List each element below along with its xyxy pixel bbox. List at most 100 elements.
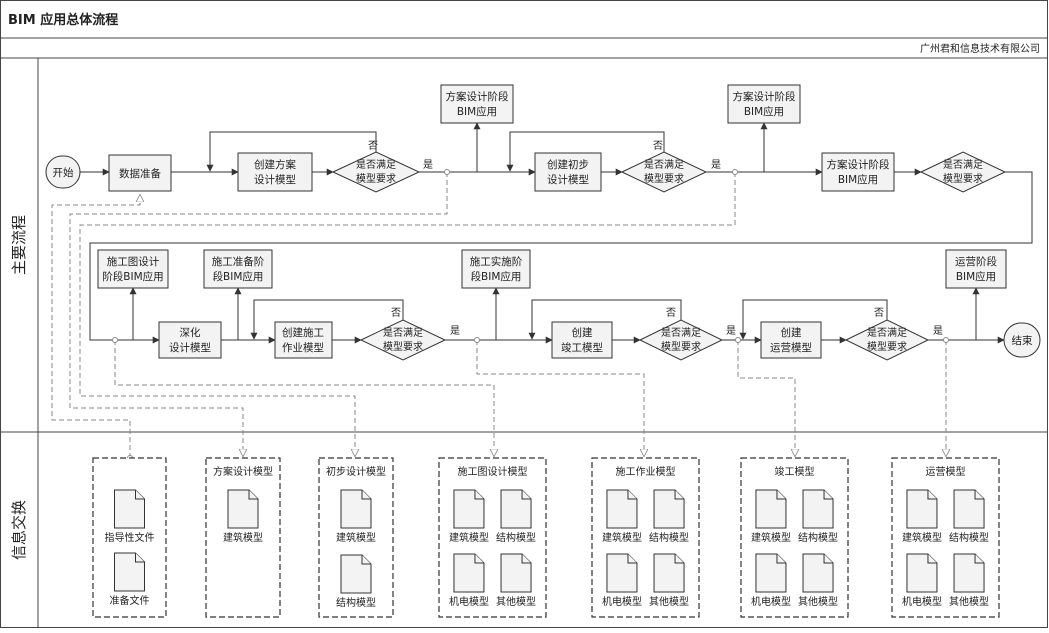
svg-text:深化: 深化 [180, 326, 201, 339]
svg-text:阶段BIM应用: 阶段BIM应用 [102, 270, 163, 283]
svg-text:设计模型: 设计模型 [169, 341, 211, 354]
svg-text:结束: 结束 [1012, 334, 1034, 347]
document-icon: 建筑模型 [902, 489, 942, 544]
impl-bim-box: 施工实施阶 段BIM应用 [461, 249, 531, 289]
document-label: 指导性文件 [105, 531, 155, 544]
document-label: 其他模型 [798, 595, 838, 608]
svg-text:模型要求: 模型要求 [356, 172, 396, 185]
svg-text:模型要求: 模型要求 [383, 340, 423, 353]
decision-4: 是否满足 模型要求 [359, 319, 447, 361]
edge-yes-2: 是 [711, 159, 721, 171]
svg-text:设计模型: 设计模型 [254, 173, 296, 186]
info-group-5: 施工作业模型建筑模型结构模型机电模型其他模型 [591, 457, 700, 618]
document-icon: 机电模型 [751, 553, 791, 608]
document-label: 机电模型 [751, 595, 791, 608]
document-icon: 其他模型 [649, 553, 689, 608]
prelim-bim-top-box: 方案设计阶段 BIM应用 [727, 84, 801, 124]
document-label: 机电模型 [602, 595, 642, 608]
document-label: 建筑模型 [449, 531, 489, 544]
document-label: 机电模型 [449, 595, 489, 608]
svg-text:设计模型: 设计模型 [547, 173, 589, 186]
document-label: 建筑模型 [902, 531, 942, 544]
document-label: 建筑模型 [336, 531, 376, 544]
svg-text:施工实施阶: 施工实施阶 [470, 255, 523, 268]
svg-text:BIM应用: BIM应用 [956, 270, 996, 283]
edge-no-4: 否 [391, 307, 401, 319]
svg-text:创建: 创建 [572, 326, 593, 339]
document-label: 机电模型 [902, 595, 942, 608]
info-group-title: 施工作业模型 [616, 465, 676, 478]
prelim-model-box: 创建初步 设计模型 [534, 152, 602, 192]
document-icon: 指导性文件 [105, 489, 155, 544]
svg-text:段BIM应用: 段BIM应用 [213, 270, 264, 283]
data-prep-box: 数据准备 [108, 154, 172, 192]
decision-2: 是否满足 模型要求 [620, 151, 708, 193]
svg-text:BIM应用: BIM应用 [744, 105, 784, 118]
document-icon: 建筑模型 [223, 489, 263, 544]
info-group-6: 竣工模型建筑模型结构模型机电模型其他模型 [740, 457, 849, 618]
svg-text:施工准备阶: 施工准备阶 [212, 255, 265, 268]
info-group-title: 竣工模型 [775, 465, 815, 478]
svg-text:模型要求: 模型要求 [661, 340, 701, 353]
document-icon: 结构模型 [949, 489, 989, 544]
document-label: 建筑模型 [751, 531, 791, 544]
info-group-title: 方案设计模型 [213, 465, 273, 478]
document-label: 结构模型 [798, 531, 838, 544]
document-label: 结构模型 [336, 596, 376, 609]
scheme-bim-top-box: 方案设计阶段 BIM应用 [440, 84, 514, 124]
document-icon: 其他模型 [798, 553, 838, 608]
info-group-title: 运营模型 [926, 465, 966, 478]
document-icon: 其他模型 [496, 553, 536, 608]
document-icon: 建筑模型 [602, 489, 642, 544]
document-icon: 机电模型 [449, 553, 489, 608]
info-groups: 指导性文件准备文件方案设计模型建筑模型初步设计模型建筑模型结构模型施工图设计模型… [92, 457, 1000, 618]
document-icon: 机电模型 [602, 553, 642, 608]
deepen-model-box: 深化 设计模型 [158, 321, 222, 359]
svg-text:段BIM应用: 段BIM应用 [471, 270, 522, 283]
svg-text:是否满足: 是否满足 [356, 159, 396, 171]
document-icon: 结构模型 [798, 489, 838, 544]
svg-text:BIM应用: BIM应用 [838, 173, 878, 186]
info-group-title: 初步设计模型 [326, 465, 386, 478]
ops-model-box: 创建 运营模型 [760, 321, 822, 359]
edge-no-5: 否 [666, 307, 676, 319]
document-icon: 建筑模型 [336, 489, 376, 544]
cd-bim-box: 施工图设计 阶段BIM应用 [97, 249, 169, 289]
svg-text:是否满足: 是否满足 [661, 327, 701, 339]
edge-yes-5: 是 [726, 325, 736, 337]
document-icon: 结构模型 [496, 489, 536, 544]
row1-connectors [80, 122, 1033, 344]
svg-text:创建初步: 创建初步 [547, 158, 589, 171]
svg-text:方案设计阶段: 方案设计阶段 [733, 90, 796, 103]
document-label: 建筑模型 [223, 531, 263, 544]
info-group-7: 运营模型建筑模型结构模型机电模型其他模型 [891, 457, 1000, 618]
edge-no-6: 否 [874, 307, 884, 319]
svg-text:是否满足: 是否满足 [867, 327, 907, 339]
document-icon: 结构模型 [649, 489, 689, 544]
svg-text:模型要求: 模型要求 [943, 172, 983, 185]
document-icon: 建筑模型 [449, 489, 489, 544]
edge-no-2: 否 [653, 140, 663, 152]
document-label: 结构模型 [649, 531, 689, 544]
decision-6: 是否满足 模型要求 [844, 319, 930, 361]
scheme-model-box: 创建方案 设计模型 [237, 152, 313, 192]
svg-text:运营阶段: 运营阶段 [955, 255, 997, 268]
svg-text:模型要求: 模型要求 [867, 340, 907, 353]
decision-1: 是否满足 模型要求 [331, 151, 421, 193]
svg-text:BIM应用: BIM应用 [457, 105, 497, 118]
ops-bim-box: 运营阶段 BIM应用 [945, 249, 1007, 289]
svg-text:模型要求: 模型要求 [644, 172, 684, 185]
svg-text:是否满足: 是否满足 [644, 159, 684, 171]
info-group-title: 施工图设计模型 [458, 465, 528, 478]
svg-text:作业模型: 作业模型 [282, 341, 324, 354]
document-label: 其他模型 [496, 595, 536, 608]
scheme-bim-mid-box: 方案设计阶段 BIM应用 [821, 152, 895, 192]
svg-text:数据准备: 数据准备 [119, 167, 161, 180]
diagram-title: BIM 应用总体流程 [8, 12, 118, 28]
edge-yes-6: 是 [933, 325, 943, 337]
document-icon: 其他模型 [949, 553, 989, 608]
